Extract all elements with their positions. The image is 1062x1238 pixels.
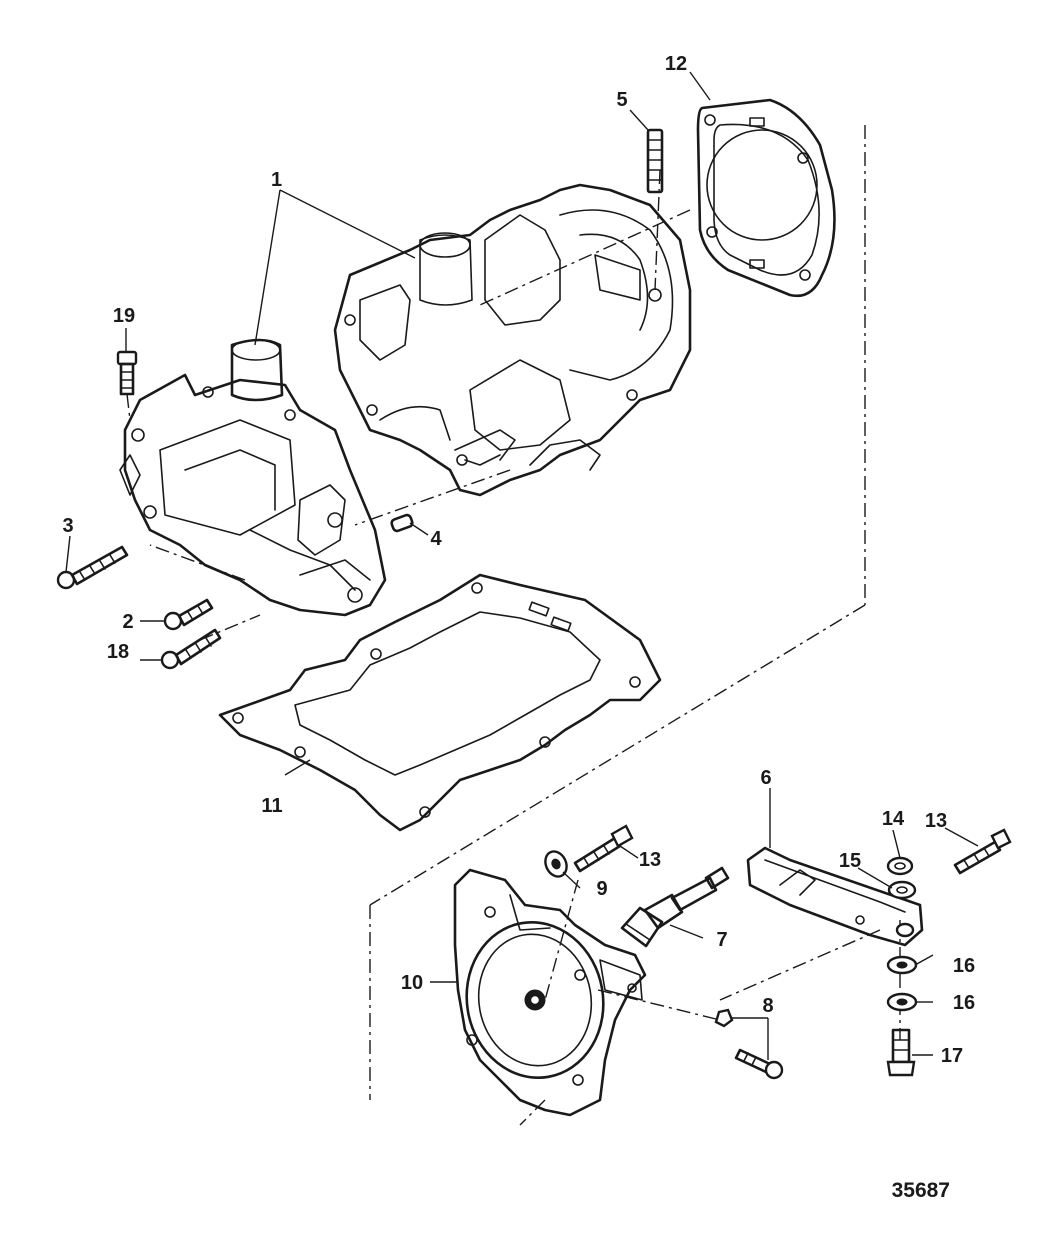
callout-4: 4 — [430, 528, 442, 550]
callout-2: 2 — [122, 611, 133, 633]
callout-7: 7 — [716, 929, 727, 951]
callout-labels: 1 18 2 3 4 5 6 7 8 9 10 11 12 13 13 14 1… — [62, 53, 975, 1067]
assembly-centerlines — [149, 125, 901, 1126]
callout-8: 8 — [762, 995, 773, 1017]
callout-14: 14 — [882, 808, 905, 830]
callout-13-center: 13 — [639, 849, 661, 871]
callout-19: 19 — [113, 305, 135, 327]
mounting-bracket — [746, 846, 924, 947]
washers-14-15 — [886, 856, 917, 900]
callout-10: 10 — [401, 972, 423, 994]
bolt-3 — [56, 545, 129, 590]
main-housing — [333, 183, 692, 497]
intake-cover-housing — [119, 338, 387, 617]
callout-9: 9 — [596, 878, 607, 900]
stud — [646, 128, 664, 194]
callout-15: 15 — [839, 850, 861, 872]
dowel-pin — [390, 513, 414, 533]
bolt-13-right — [953, 828, 1012, 875]
bolt-13-center — [573, 824, 634, 873]
callout-13-right: 13 — [925, 810, 947, 832]
screw-19 — [116, 350, 138, 421]
callout-16-upper: 16 — [953, 955, 975, 977]
callout-3: 3 — [62, 515, 73, 537]
callout-16-lower: 16 — [953, 992, 975, 1014]
callout-18: 18 — [107, 641, 129, 663]
screw-2 — [163, 598, 214, 631]
gasket-upper — [696, 98, 836, 298]
screw-18 — [160, 628, 222, 670]
callout-11: 11 — [261, 795, 282, 817]
washers-16 — [886, 955, 918, 1012]
callout-12: 12 — [665, 53, 687, 75]
nut-and-screw-8 — [714, 1008, 784, 1080]
callout-6: 6 — [760, 767, 771, 789]
bolt-17 — [886, 1028, 916, 1077]
leader-lines — [65, 71, 979, 1060]
callout-5: 5 — [616, 89, 627, 111]
washer-9 — [544, 850, 568, 878]
temperature-sensor — [620, 866, 730, 948]
figure-number: 35687 — [892, 1179, 950, 1202]
callout-17: 17 — [941, 1045, 963, 1067]
callout-1: 1 — [271, 169, 282, 191]
gasket-lower — [218, 573, 662, 832]
thermostat-housing — [453, 868, 647, 1117]
